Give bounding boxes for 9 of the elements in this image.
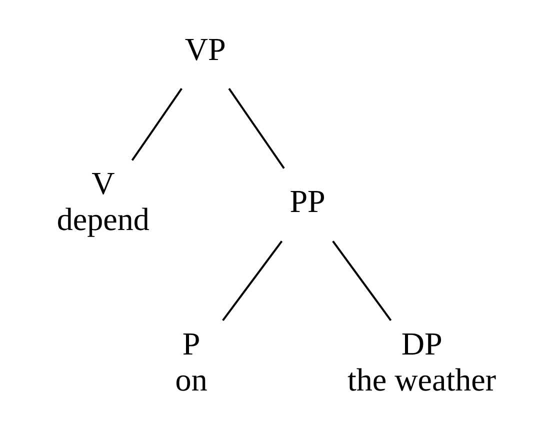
connector <box>130 88 182 161</box>
node-text: P on <box>174 325 207 398</box>
node-text: VP <box>184 30 226 67</box>
connector <box>332 240 392 322</box>
node-text: PP <box>289 183 325 220</box>
node-text: DP the weather <box>347 325 496 398</box>
node-text: V depend <box>56 165 149 238</box>
connector <box>222 240 282 322</box>
connector <box>228 88 284 169</box>
